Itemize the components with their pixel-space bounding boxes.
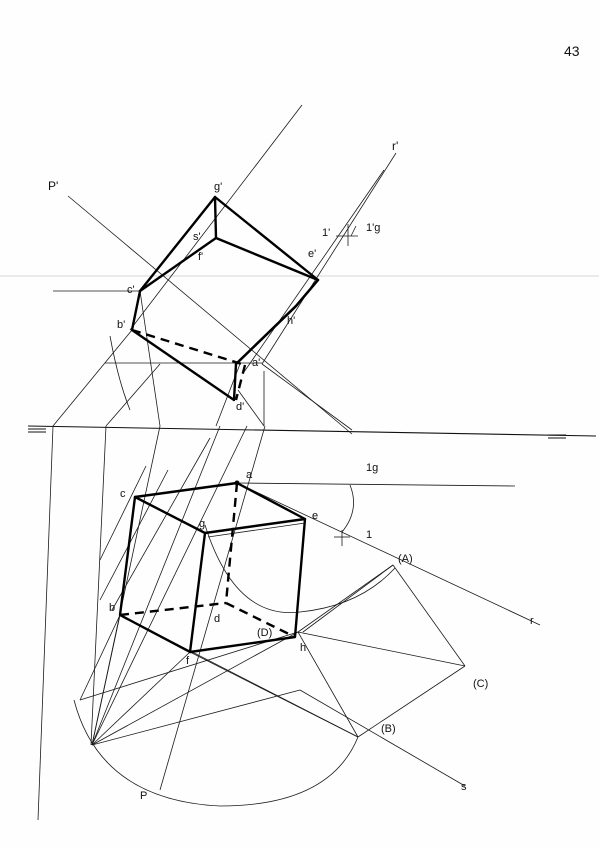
label-s-prime: s'	[193, 231, 201, 243]
ground-line	[27, 425, 597, 439]
label-r: r	[530, 615, 534, 627]
label-s: s	[461, 781, 467, 793]
label-trace-p-prime: P'	[48, 179, 58, 193]
label-1: 1	[366, 529, 372, 541]
label-1g: 1g	[366, 462, 378, 474]
label-1-prime: 1'	[322, 227, 330, 239]
label-b: b	[109, 602, 115, 614]
label-r-prime: r'	[392, 139, 398, 153]
label-rabatted-b: (B)	[381, 723, 396, 735]
label-f-prime: f'	[198, 251, 203, 263]
label-b-prime: b'	[117, 319, 125, 331]
label-e-prime: e'	[308, 248, 316, 260]
label-e: e	[312, 510, 318, 522]
elevation-construction	[52, 104, 397, 435]
label-g-prime: g'	[214, 181, 222, 193]
label-d-prime: d'	[236, 401, 244, 413]
label-h: h	[300, 642, 306, 654]
left-projector-lines	[37, 425, 107, 821]
label-g: g	[199, 518, 205, 530]
label-h-prime: h'	[287, 315, 295, 327]
label-c-prime: c'	[127, 284, 135, 296]
label-rabatted-c: (C)	[473, 678, 488, 690]
label-1-prime-g: 1'g	[366, 222, 380, 234]
page-number: 43	[564, 43, 580, 59]
label-rabatted-d: (D)	[257, 627, 272, 639]
elevation-cube	[130, 195, 320, 402]
label-rabatted-a: (A)	[398, 553, 413, 565]
plan-construction	[73, 425, 541, 807]
label-d: d	[214, 613, 220, 625]
label-f: f	[186, 655, 190, 667]
label-c: c	[120, 488, 126, 500]
label-a: a	[246, 469, 253, 481]
plan-cube	[118, 480, 307, 654]
label-p: P	[140, 790, 147, 802]
label-a-prime: a'	[252, 357, 260, 369]
